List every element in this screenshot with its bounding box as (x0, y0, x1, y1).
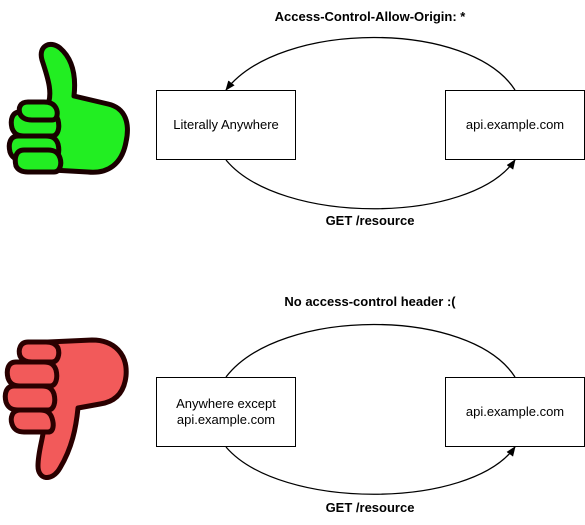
origin-label-2-line-2: api.example.com (176, 412, 276, 427)
response-arrow-1 (225, 36, 516, 91)
thumbs-down-icon (2, 328, 132, 488)
server-label-2: api.example.com (465, 404, 565, 419)
origin-label-2-line-1: Anywhere except (176, 396, 276, 411)
origin-box-1: Literally Anywhere (156, 90, 296, 160)
response-header-label-2: No access-control header :( (284, 294, 456, 309)
request-arrow-1 (225, 159, 516, 210)
request-label-1: GET /resource (325, 213, 415, 228)
origin-label-1: Literally Anywhere (173, 117, 279, 132)
thumbs-up-icon (4, 38, 134, 178)
response-line-2 (225, 323, 516, 378)
request-label-2: GET /resource (325, 500, 415, 515)
server-box-2: api.example.com (445, 377, 585, 447)
response-header-label-1: Access-Control-Allow-Origin: * (274, 9, 466, 24)
server-box-1: api.example.com (445, 90, 585, 160)
request-arrow-2 (225, 446, 516, 495)
origin-box-2: Anywhere except api.example.com (156, 377, 296, 447)
server-label-1: api.example.com (465, 117, 565, 132)
